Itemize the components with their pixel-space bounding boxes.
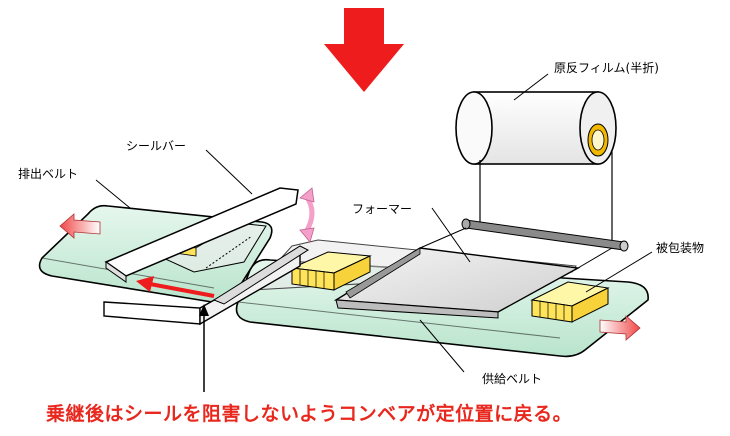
up-down-arrow-icon bbox=[299, 187, 315, 243]
film-roll bbox=[455, 91, 617, 165]
guide-roller bbox=[461, 218, 629, 252]
product-stack-right bbox=[530, 281, 610, 323]
label-product: 被包装物 bbox=[656, 241, 705, 255]
seal-bar-upper bbox=[104, 187, 299, 283]
product-stack-center bbox=[290, 251, 372, 291]
film-path-right bbox=[577, 247, 613, 269]
transfer-plate bbox=[212, 245, 310, 305]
return-arrow-icon bbox=[136, 276, 215, 298]
discharge-arrow-icon bbox=[59, 213, 101, 239]
leader-film bbox=[513, 73, 549, 101]
label-former: フォーマー bbox=[352, 202, 413, 216]
pointer-arrow-icon bbox=[199, 304, 209, 392]
label-discharge-belt: 排出ベルト bbox=[18, 167, 79, 181]
leader-discharge bbox=[95, 179, 131, 209]
leader-supply bbox=[419, 319, 465, 373]
film-path-left bbox=[419, 227, 467, 249]
caption: 乗継後はシールを阻害しないようコンベアが定位置に戻る。 bbox=[46, 403, 573, 425]
leader-former bbox=[431, 207, 471, 263]
leader-product bbox=[585, 251, 653, 293]
label-film: 原反フィルム(半折) bbox=[554, 61, 659, 75]
leader-sealbar bbox=[205, 149, 253, 195]
label-supply-belt: 供給ベルト bbox=[482, 372, 543, 386]
down-arrow-icon bbox=[324, 8, 404, 92]
label-sealbar: シールバー bbox=[126, 139, 187, 153]
supply-arrow-icon bbox=[599, 315, 641, 341]
